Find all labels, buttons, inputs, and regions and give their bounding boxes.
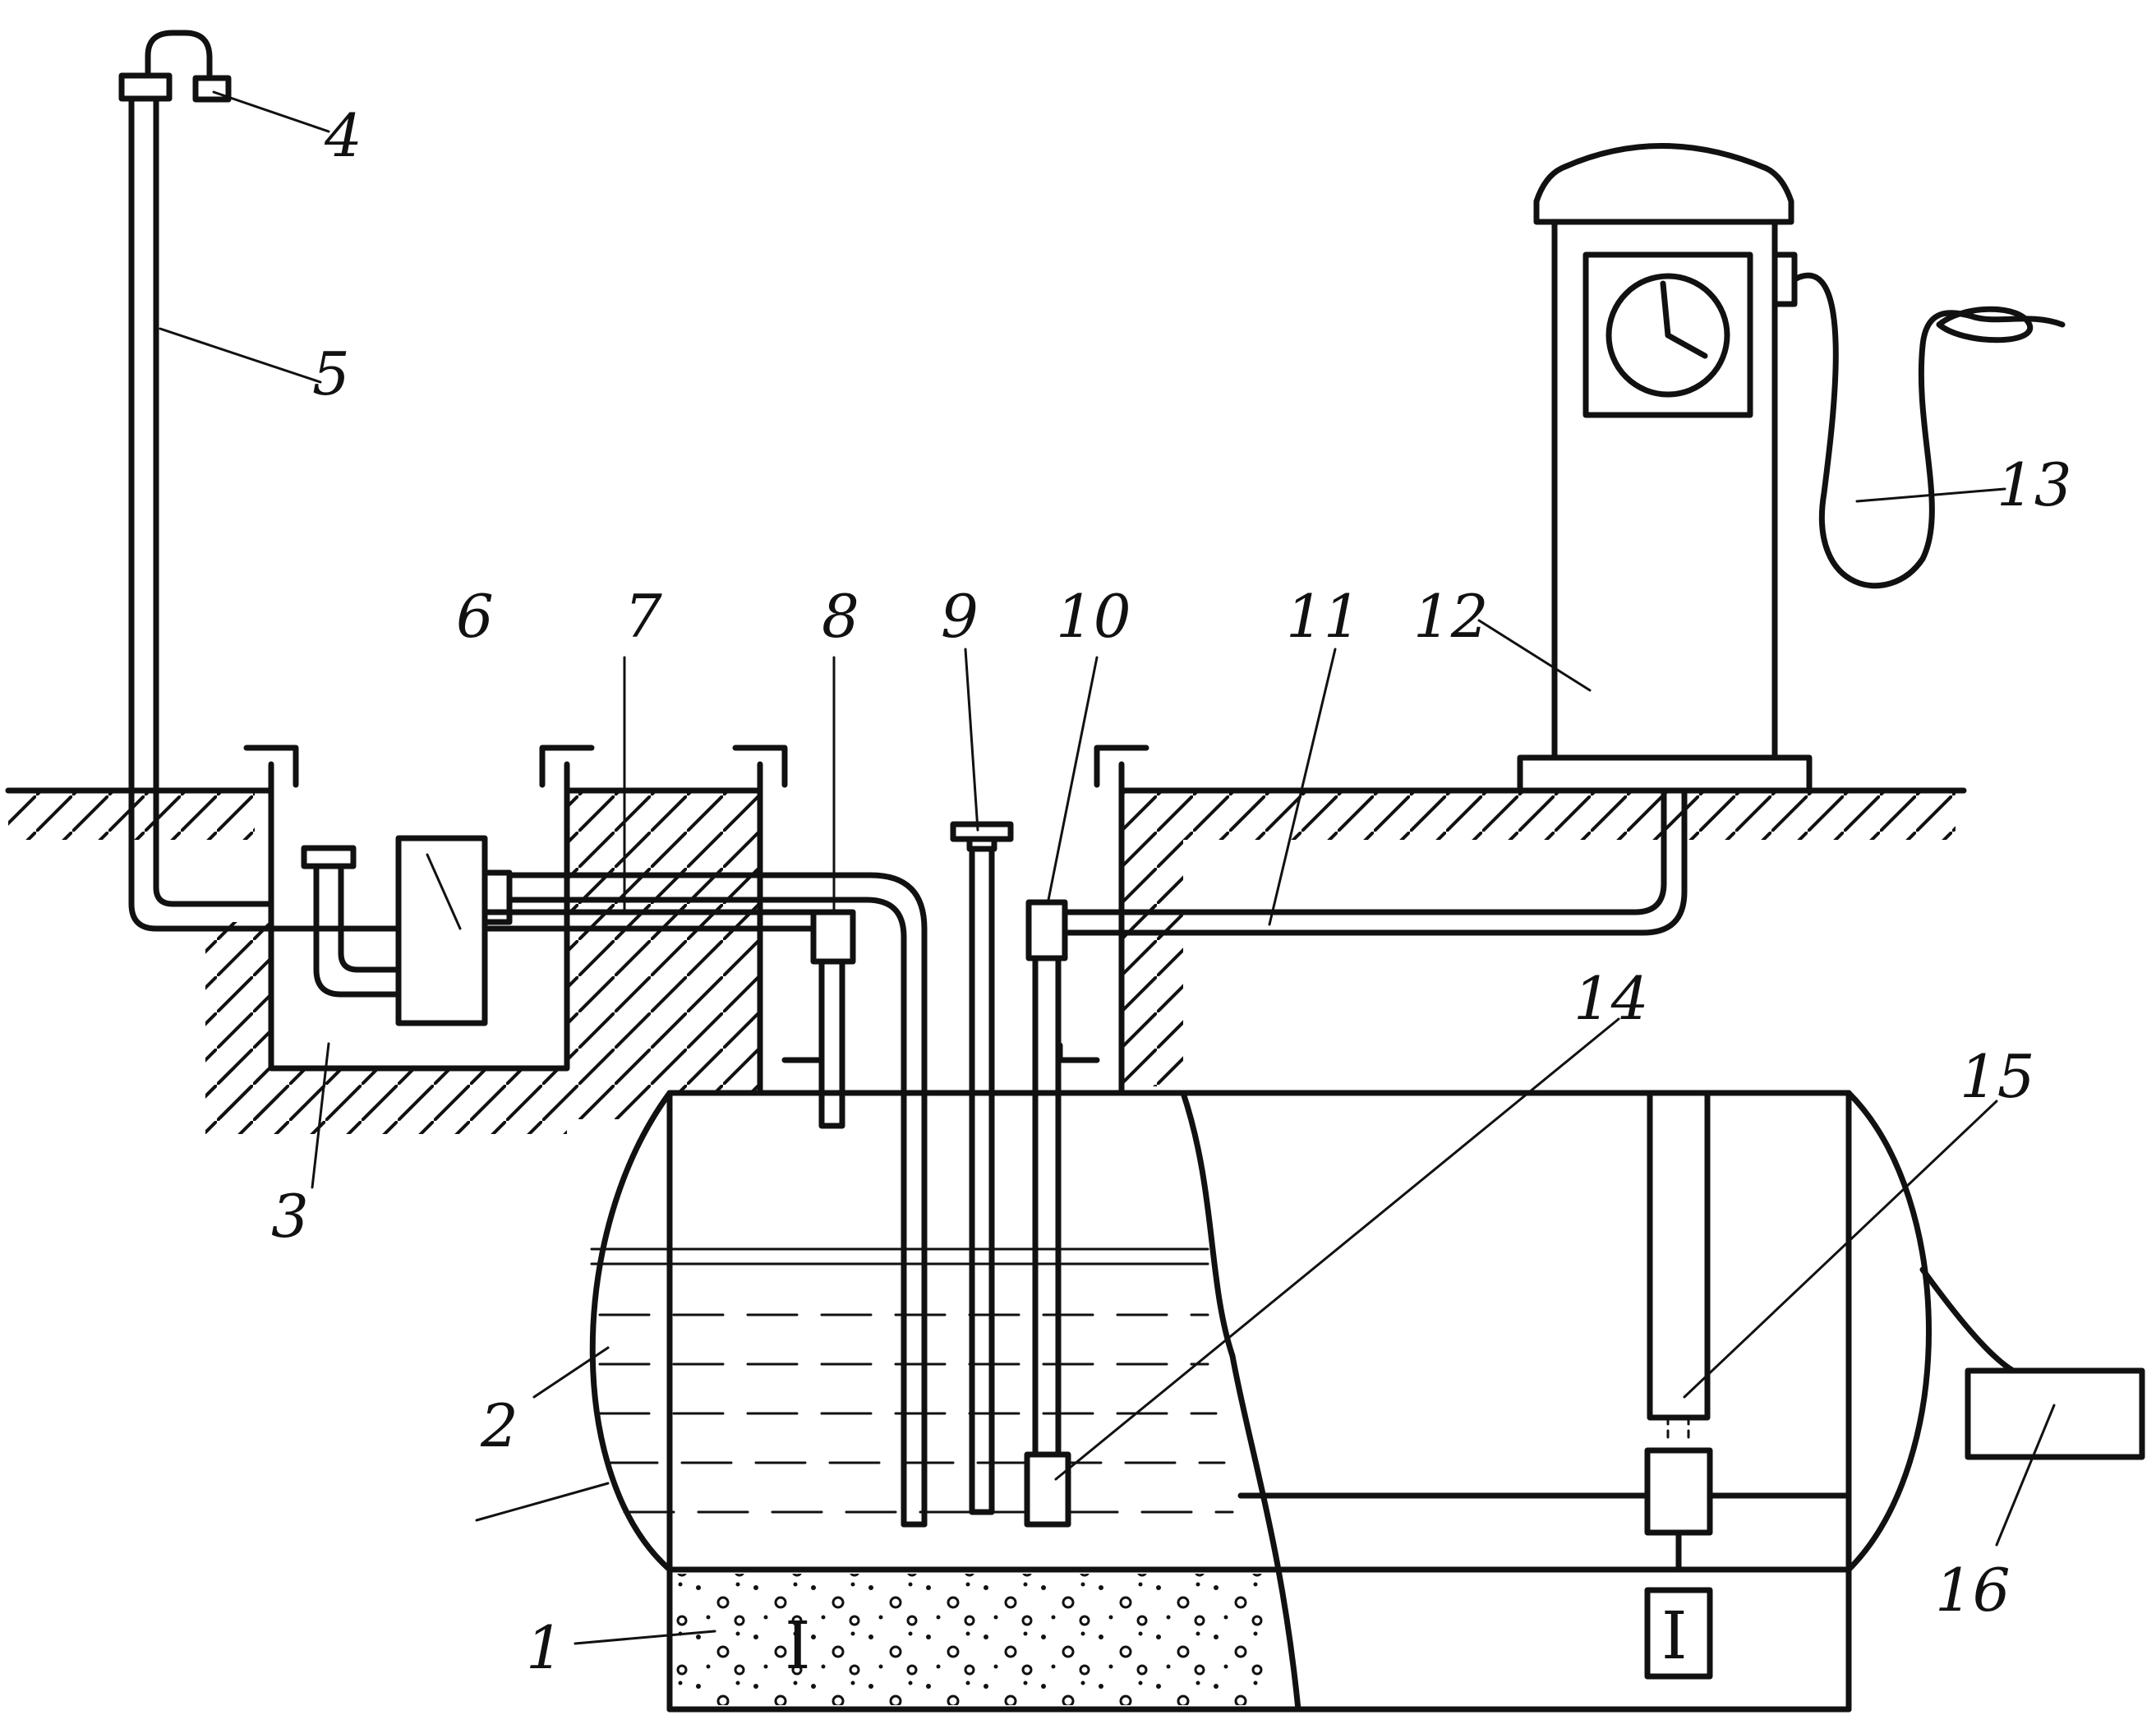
label-3: 3 — [271, 1182, 309, 1251]
label-5: 5 — [312, 339, 350, 408]
label-13: 13 — [1997, 450, 2072, 519]
pipe-10 — [1024, 899, 1071, 1528]
sediment-layer — [674, 1574, 1265, 1705]
ground-hatching — [8, 791, 1956, 1134]
label-1: 1 — [526, 1613, 564, 1682]
sediment-zone-mark: I — [785, 1607, 811, 1684]
label-8: 8 — [822, 582, 859, 651]
hose-13 — [1791, 272, 2066, 589]
pipe-7 — [506, 872, 928, 1528]
pipe-11 — [1062, 787, 1688, 936]
label-16: 16 — [1935, 1556, 2011, 1625]
fuel-dispenser-12 — [1517, 143, 1813, 794]
sensor-box-16 — [1965, 1367, 2145, 1460]
label-4: 4 — [324, 101, 362, 170]
label-10: 10 — [1056, 582, 1131, 651]
central-well — [732, 745, 1149, 1096]
boxed-zone-mark: I — [1661, 1598, 1688, 1674]
leader-lines — [159, 90, 2056, 1645]
level-gauge-15 — [1644, 1090, 1713, 1680]
float-14 — [1024, 1451, 1071, 1528]
label-15: 15 — [1960, 1042, 2035, 1111]
pipe-9 — [950, 821, 1014, 1515]
clock-dial-icon — [1605, 273, 1730, 398]
label-11: 11 — [1286, 582, 1361, 651]
label-7: 7 — [624, 582, 662, 651]
label-9: 9 — [941, 582, 979, 651]
label-14: 14 — [1573, 964, 1649, 1033]
label-2: 2 — [480, 1391, 518, 1460]
label-12: 12 — [1413, 582, 1489, 651]
label-6: 6 — [456, 582, 494, 651]
pump-6 — [301, 835, 513, 1026]
